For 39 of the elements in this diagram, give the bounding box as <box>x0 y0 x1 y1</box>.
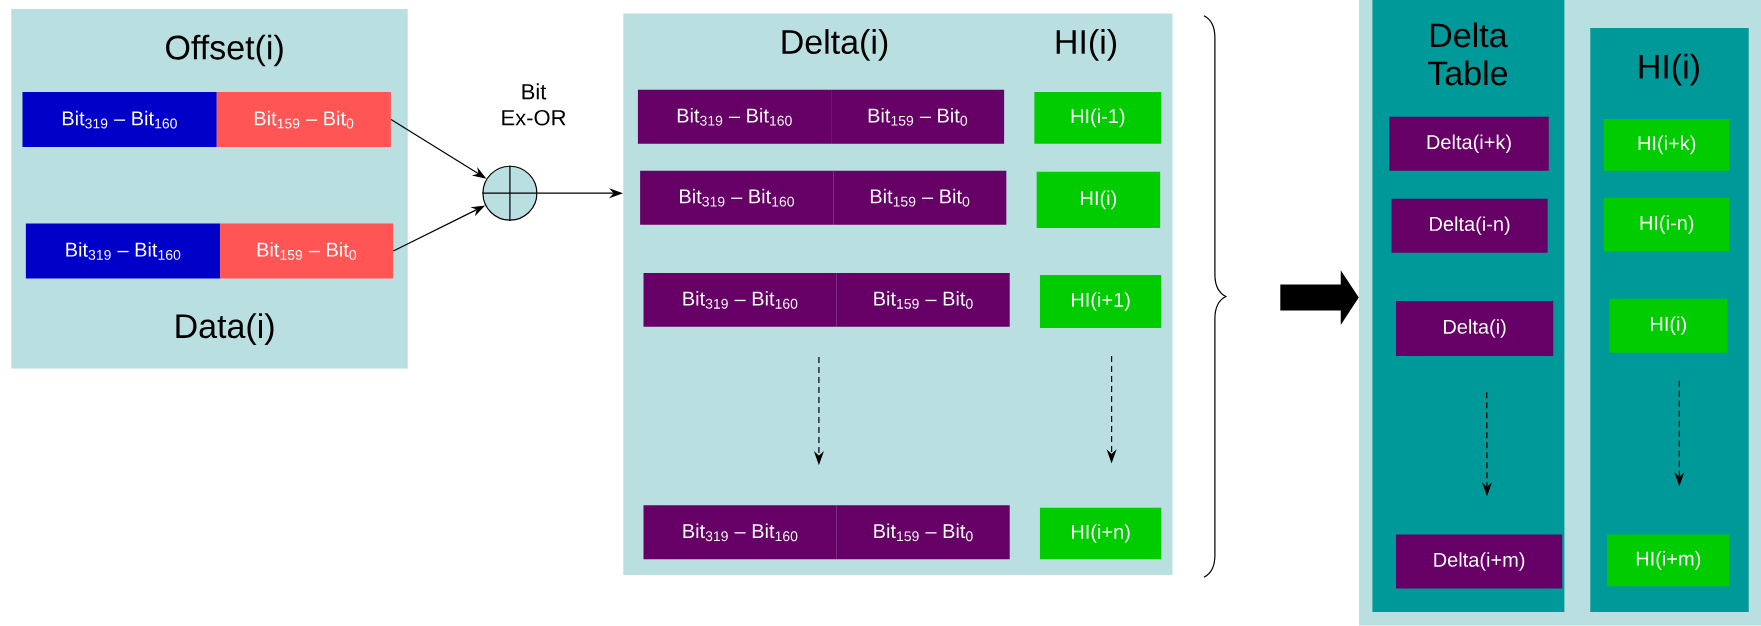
value-box: HI(i) <box>1609 298 1728 353</box>
value-box: HI(i+m) <box>1607 534 1730 587</box>
panel-title: Delta(i) <box>782 29 888 61</box>
panel-title: Delta Table <box>1428 22 1508 86</box>
node-label: Bit$_{159}$ – Bit$_{0}$ <box>868 107 968 126</box>
value-box: HI(i-n) <box>1603 197 1730 252</box>
node-label: Bit$_{159}$ – Bit$_{0}$ <box>874 523 973 542</box>
panel-title: HI(i) <box>1639 53 1699 86</box>
register-cell: Bit$_{319}$ – Bit$_{160}$ <box>643 272 837 327</box>
bit-field-bar: Bit$_{319}$ – Bit$_{160}$ <box>25 223 221 279</box>
register-cell: Bit$_{319}$ – Bit$_{160}$ <box>640 170 834 225</box>
node-label: Bit$_{319}$ – Bit$_{160}$ <box>680 188 794 207</box>
register-cell: Delta(i+m) <box>1396 534 1563 589</box>
value-box: HI(i+n) <box>1039 507 1162 560</box>
register-cell: Bit$_{159}$ – Bit$_{0}$ <box>831 89 1005 144</box>
node-label: Bit$_{159}$ – Bit$_{0}$ <box>870 188 970 207</box>
register-cell: Delta(i+k) <box>1389 116 1549 171</box>
value-box: HI(i) <box>1036 171 1161 228</box>
node-label: Bit$_{159}$ – Bit$_{0}$ <box>874 291 973 309</box>
bit-field-bar: Bit$_{159}$ – Bit$_{0}$ <box>216 92 391 148</box>
node-label: Bit$_{319}$ – Bit$_{160}$ <box>683 523 798 542</box>
panel-title: Offset(i) <box>166 34 283 67</box>
bit-field-bar: Bit$_{159}$ – Bit$_{0}$ <box>220 223 394 279</box>
panel-title: Data(i) <box>176 313 274 345</box>
value-box: HI(i-1) <box>1034 92 1162 144</box>
register-cell: Bit$_{159}$ – Bit$_{0}$ <box>836 272 1010 327</box>
register-cell: Delta(i) <box>1396 301 1554 356</box>
node-label: Bit$_{319}$ – Bit$_{160}$ <box>683 291 798 309</box>
operator-label: Bit Ex-OR <box>502 83 566 126</box>
register-cell: Bit$_{319}$ – Bit$_{160}$ <box>637 89 832 144</box>
panel-title: HI(i) <box>1056 29 1116 61</box>
register-cell: Bit$_{319}$ – Bit$_{160}$ <box>643 505 837 560</box>
value-box: HI(i+1) <box>1039 275 1162 328</box>
value-box: HI(i+k) <box>1603 119 1730 171</box>
node-label: Bit$_{319}$ – Bit$_{160}$ <box>677 107 792 126</box>
bit-field-bar: Bit$_{319}$ – Bit$_{160}$ <box>22 92 217 148</box>
register-cell: Bit$_{159}$ – Bit$_{0}$ <box>836 505 1010 560</box>
register-cell: Bit$_{159}$ – Bit$_{0}$ <box>833 170 1007 225</box>
register-cell: Delta(i-n) <box>1391 198 1548 253</box>
